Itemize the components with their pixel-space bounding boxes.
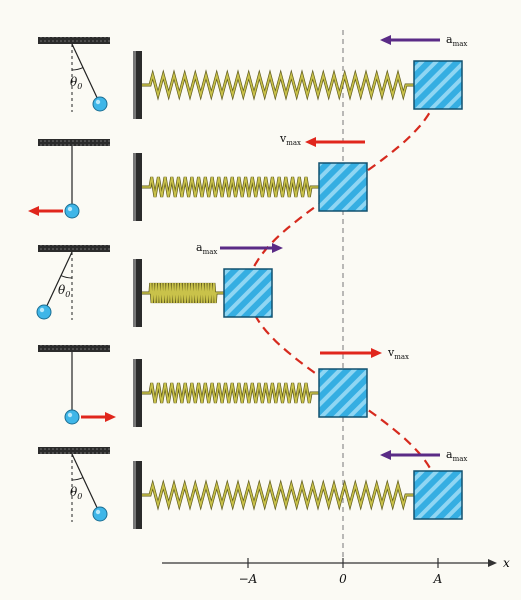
pendulum-bob-highlight — [95, 99, 101, 105]
stages: θ0 amax vmax θ0 amax vmax θ0 amax — [28, 33, 467, 529]
theta-subscript: 0 — [77, 82, 82, 91]
x-axis-tick-label: −A — [239, 572, 258, 586]
acceleration-arrow-head — [380, 35, 391, 45]
stage-3: θ0 amax — [36, 241, 283, 327]
acceleration-label-subscript: max — [453, 40, 468, 48]
pendulum-ceiling — [38, 245, 110, 252]
pendulum-ceiling — [38, 139, 110, 146]
x-axis-arrowhead — [488, 559, 497, 567]
spring-wall — [136, 153, 142, 221]
pendulum-string — [71, 453, 101, 515]
spring — [142, 71, 414, 99]
theta-label: θ0 — [70, 75, 82, 91]
spring-wall — [136, 51, 142, 119]
pendulum-ceiling — [38, 447, 110, 454]
pendulum-bob-highlight — [39, 307, 45, 313]
spring-wall — [136, 359, 142, 427]
pendulum-string — [43, 251, 73, 313]
pendulum-bob — [92, 96, 108, 112]
mass-block — [413, 60, 463, 110]
pendulum-ceiling — [38, 37, 110, 44]
acceleration-label: amax — [196, 241, 217, 256]
stage-2: vmax — [28, 132, 368, 221]
x-axis-tick-label: 0 — [339, 572, 347, 586]
stage-4: vmax — [38, 345, 409, 427]
theta-arc — [71, 477, 84, 481]
pendulum-velocity-arrow-head — [28, 206, 39, 216]
spring — [142, 382, 319, 404]
theta-subscript: 0 — [65, 290, 70, 299]
spring — [142, 282, 224, 304]
pendulum-bob — [92, 506, 108, 522]
pendulum-velocity-arrow-head — [105, 412, 116, 422]
spring-wall-shadow — [133, 51, 136, 119]
spring-wall-shadow — [133, 359, 136, 427]
pendulum-bob-highlight — [67, 206, 73, 212]
theta-arc — [60, 275, 73, 279]
pendulum — [38, 345, 116, 425]
spring — [142, 176, 319, 198]
theta-label: θ0 — [58, 283, 70, 299]
pendulum-bob — [36, 304, 52, 320]
velocity-arrow-head — [305, 137, 316, 147]
mass-block — [413, 470, 463, 520]
acceleration-arrow-head — [380, 450, 391, 460]
theta-subscript: 0 — [77, 492, 82, 501]
pendulum: θ0 — [38, 37, 110, 112]
stage-5: θ0 amax — [38, 447, 467, 529]
spring-wall-shadow — [133, 153, 136, 221]
x-axis-tick-label: A — [433, 572, 443, 586]
acceleration-arrow-head — [272, 243, 283, 253]
spring-wall — [136, 259, 142, 327]
pendulum: θ0 — [38, 447, 110, 522]
mass-block — [318, 162, 368, 212]
acceleration-label: amax — [446, 448, 467, 463]
pendulum-bob — [64, 409, 80, 425]
pendulum — [28, 139, 110, 219]
pendulum-bob-highlight — [95, 509, 101, 515]
acceleration-label: amax — [446, 33, 467, 48]
position-time-curve-layer — [246, 84, 440, 496]
pendulum-bob — [64, 203, 80, 219]
theta-label: θ0 — [70, 485, 82, 501]
position-time-curve — [246, 84, 440, 496]
mass-block — [223, 268, 273, 318]
velocity-arrow-head — [371, 348, 382, 358]
pendulum-ceiling — [38, 345, 110, 352]
spring-wall — [136, 461, 142, 529]
theta-arc — [71, 67, 84, 71]
velocity-label-subscript: max — [394, 353, 409, 361]
velocity-label-subscript: max — [286, 139, 301, 147]
pendulum: θ0 — [36, 245, 110, 320]
x-axis: −A 0 A x — [162, 556, 510, 586]
spring — [142, 481, 414, 509]
x-axis-label: x — [503, 556, 510, 570]
acceleration-label-subscript: max — [453, 455, 468, 463]
velocity-label: vmax — [279, 132, 301, 147]
spring-wall-shadow — [133, 461, 136, 529]
mass-block — [318, 368, 368, 418]
pendulum-bob-highlight — [67, 412, 73, 418]
spring-wall-shadow — [133, 259, 136, 327]
acceleration-label-subscript: max — [203, 248, 218, 256]
pendulum-string — [71, 43, 101, 105]
x-axis-ticks: −A 0 A — [239, 558, 443, 586]
stage-1: θ0 amax — [38, 33, 467, 119]
velocity-label: vmax — [387, 346, 409, 361]
